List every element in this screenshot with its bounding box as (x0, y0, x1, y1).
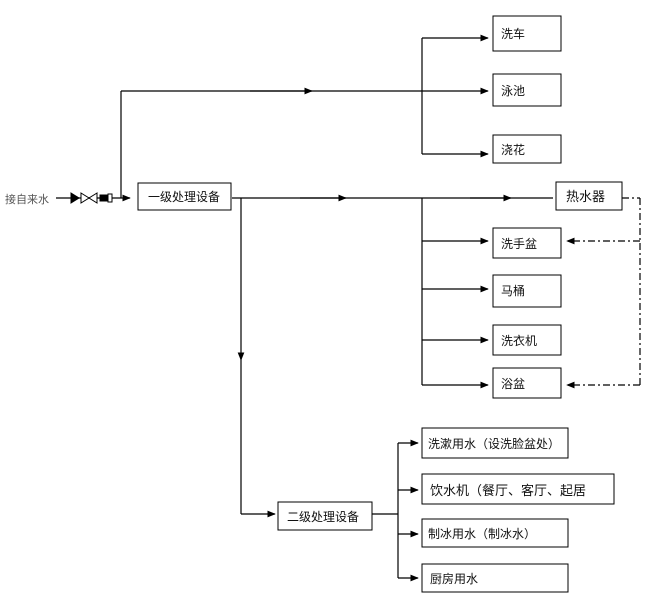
box-toilet (492, 274, 562, 308)
box-pool (492, 73, 562, 107)
box-bathtub (492, 367, 562, 399)
label-drinking: 饮水机（餐厅、客厅、起居 (430, 483, 586, 499)
connectors (56, 34, 641, 582)
label-toilet: 马桶 (501, 283, 525, 298)
label-kitchen: 厨房用水 (430, 571, 478, 586)
box-washbasin (492, 227, 562, 259)
label-secondary: 二级处理设备 (287, 510, 359, 524)
box-kitchen (421, 563, 569, 593)
label-washer: 洗衣机 (501, 333, 537, 348)
box-primary (137, 182, 232, 211)
box-secondary (277, 501, 373, 531)
label-ice: 制冰用水（制冰水） (428, 527, 536, 541)
label-pool: 泳池 (501, 84, 525, 98)
label-car-wash: 洗车 (501, 26, 525, 41)
label-gargle: 洗漱用水（设洗脸盆处） (428, 437, 560, 451)
label-heater: 热水器 (566, 190, 605, 205)
box-car-wash (492, 15, 562, 52)
label-primary: 一级处理设备 (148, 190, 220, 204)
valve-icon (70, 192, 113, 204)
label-watering: 浇花 (501, 142, 525, 157)
label-bathtub: 浴盆 (501, 377, 525, 391)
box-drinking (421, 473, 615, 505)
box-washer (492, 324, 562, 356)
box-heater (555, 181, 623, 211)
label-washbasin: 洗手盆 (501, 237, 537, 251)
box-ice (421, 518, 569, 548)
box-watering (492, 134, 562, 164)
box-gargle (421, 427, 569, 459)
source-label: 接自来水 (5, 193, 49, 206)
